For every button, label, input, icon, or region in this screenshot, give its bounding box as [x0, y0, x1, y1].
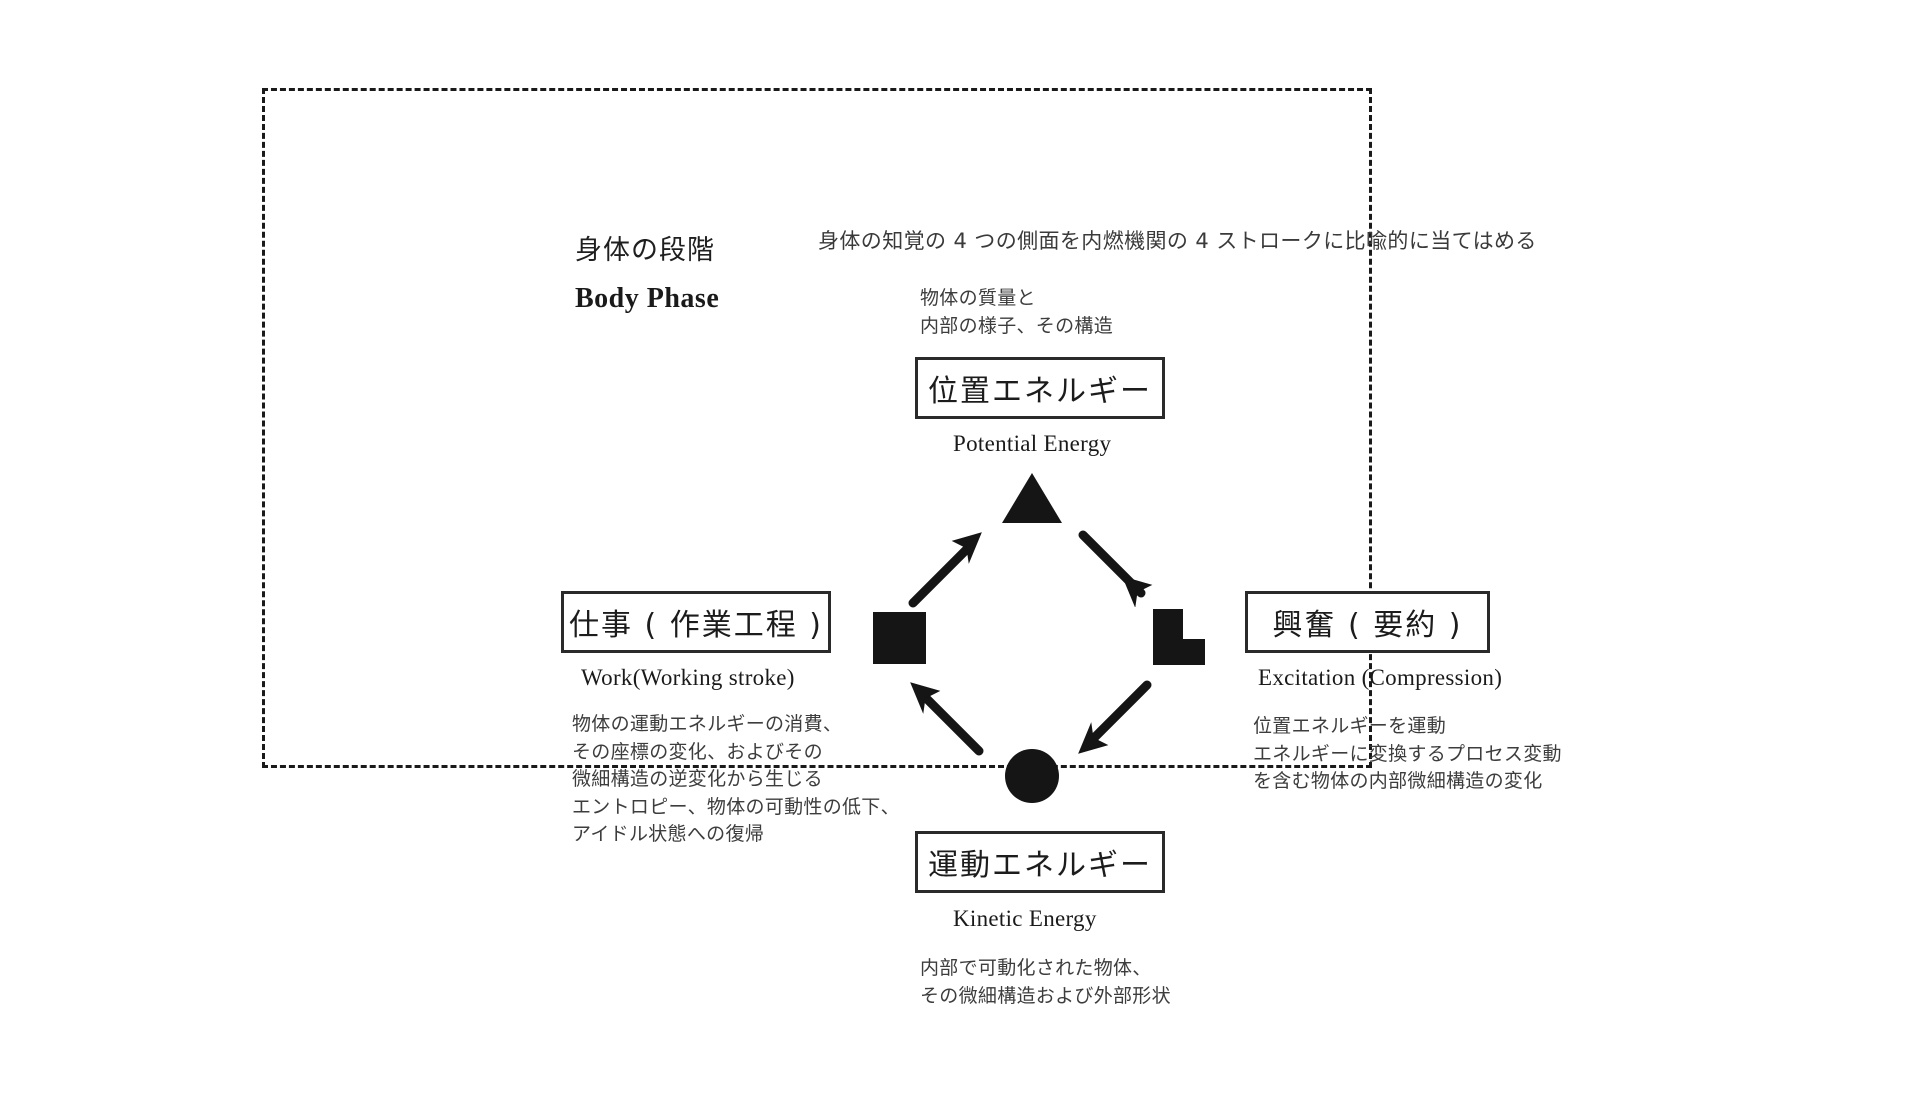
annotation-work: 物体の運動エネルギーの消費、 その座標の変化、およびその 微細構造の逆変化から生…	[572, 713, 900, 846]
node-label-potential-energy-en: Potential Energy	[953, 431, 1112, 456]
filled-circle-icon	[1005, 749, 1059, 803]
node-label-excitation-en: Excitation (Compression)	[1258, 665, 1503, 690]
node-box-work[interactable]: 仕事 ( 作業工程 )	[561, 591, 831, 653]
node-box-potential-energy[interactable]: 位置エネルギー	[915, 357, 1165, 419]
phase-title-japanese: 身体の段階	[575, 235, 715, 266]
arrow-work-to-potential-icon	[907, 531, 989, 614]
annotation-potential-energy: 物体の質量と 内部の様子、その構造	[920, 287, 1114, 337]
arrow-potential-to-excitation-icon	[1073, 529, 1155, 612]
node-label-potential-energy-jp: 位置エネルギー	[928, 374, 1152, 409]
filled-square-icon	[873, 612, 926, 664]
arrow-kinetic-to-work-icon	[905, 679, 987, 762]
arrow-excitation-to-kinetic-icon	[1073, 679, 1155, 762]
annotation-kinetic-energy: 内部で可動化された物体、 その微細構造および外部形状	[920, 957, 1171, 1007]
filled-step-icon	[1153, 609, 1205, 665]
diagram-frame: 身体の段階 Body Phase 身体の知覚の 4 つの側面を内燃機関の 4 ス…	[262, 88, 1562, 1007]
node-box-excitation[interactable]: 興奮 ( 要約 )	[1245, 591, 1490, 653]
node-label-kinetic-energy-en: Kinetic Energy	[953, 906, 1097, 931]
annotation-excitation: 位置エネルギーを運動 エネルギーに変換するプロセス変動 を含む物体の内部微細構造…	[1253, 715, 1562, 793]
node-label-kinetic-energy-jp: 運動エネルギー	[928, 848, 1152, 883]
node-label-work-jp: 仕事 ( 作業工程 )	[568, 608, 824, 643]
diagram-caption: 身体の知覚の 4 つの側面を内燃機関の 4 ストロークに比喩的に当てはめる	[818, 229, 1537, 253]
node-label-excitation-jp: 興奮 ( 要約 )	[1272, 608, 1463, 643]
filled-triangle-icon	[1002, 473, 1062, 523]
node-label-work-en: Work(Working stroke)	[581, 665, 795, 690]
node-box-kinetic-energy[interactable]: 運動エネルギー	[915, 831, 1165, 893]
phase-title-english: Body Phase	[575, 283, 720, 314]
